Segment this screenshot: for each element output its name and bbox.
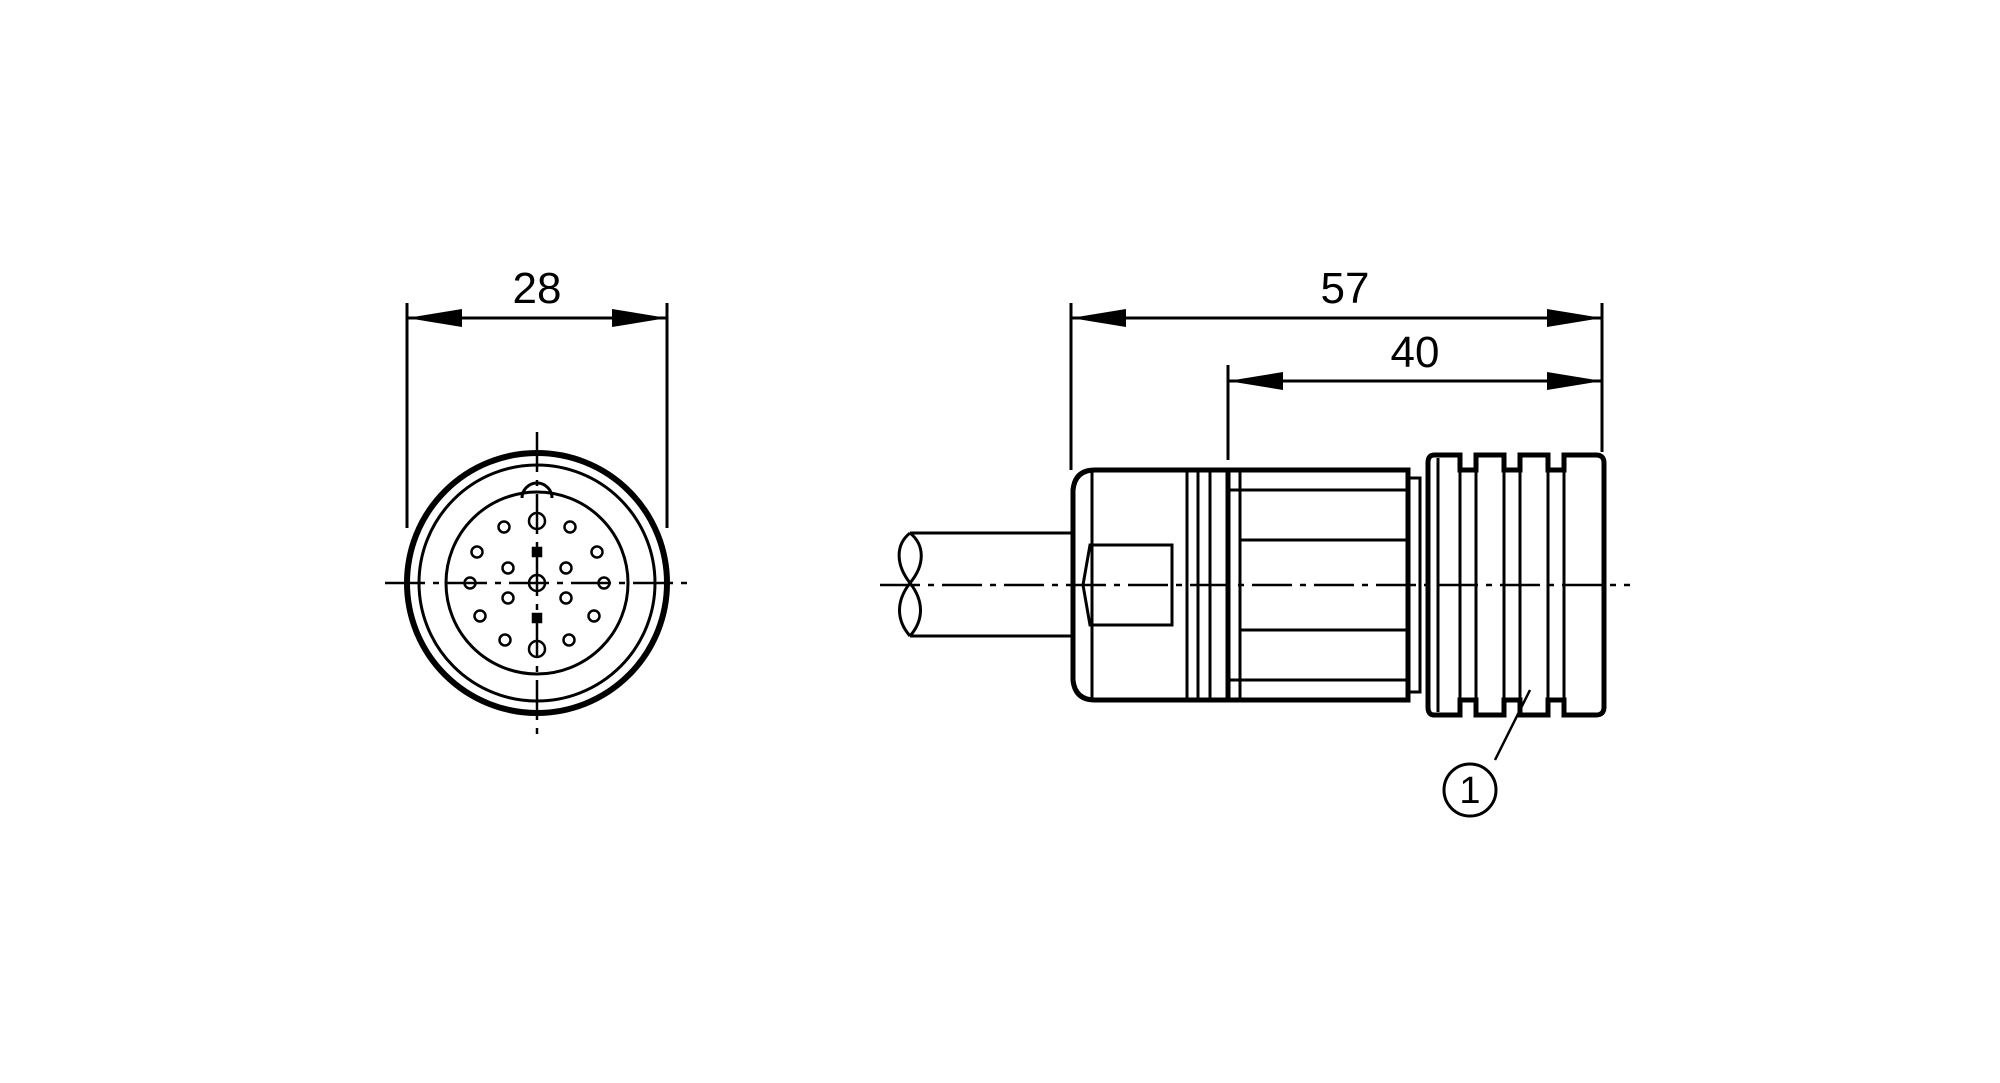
arrowhead-overall-right <box>1547 309 1602 327</box>
pin <box>498 633 512 647</box>
cable-gland-housing <box>1070 467 1231 703</box>
arrowhead-body-right <box>1547 372 1602 390</box>
pin <box>531 612 543 624</box>
arrowhead-right <box>612 309 667 327</box>
callout-leader <box>1493 689 1532 761</box>
pin <box>563 520 577 534</box>
pin <box>501 591 515 605</box>
pin <box>562 633 576 647</box>
pin <box>527 511 547 531</box>
pin <box>470 545 484 559</box>
pin <box>590 545 604 559</box>
insert-face <box>444 490 630 676</box>
dimension-label-diameter: 28 <box>513 264 562 313</box>
pin <box>501 561 515 575</box>
pin <box>587 609 601 623</box>
arrowhead-overall-left <box>1071 309 1126 327</box>
pin <box>473 609 487 623</box>
pin <box>597 576 611 590</box>
callout-bubble <box>1442 762 1498 818</box>
callout-label: 1 <box>1459 770 1480 812</box>
dimension-label-overall: 57 <box>1321 264 1370 313</box>
cable <box>897 531 1072 638</box>
dimension-label-body: 40 <box>1391 328 1440 377</box>
side-view <box>880 303 1630 818</box>
front-view <box>385 303 692 735</box>
pin <box>463 576 477 590</box>
arrowhead-body-left <box>1228 372 1283 390</box>
pin <box>497 520 511 534</box>
contact-pins <box>463 511 611 659</box>
pin <box>527 639 547 659</box>
wrench-flat <box>1081 543 1174 627</box>
pin <box>527 573 547 593</box>
pin <box>531 546 543 558</box>
arrowhead-left <box>407 309 462 327</box>
pin <box>559 561 573 575</box>
pin <box>559 591 573 605</box>
